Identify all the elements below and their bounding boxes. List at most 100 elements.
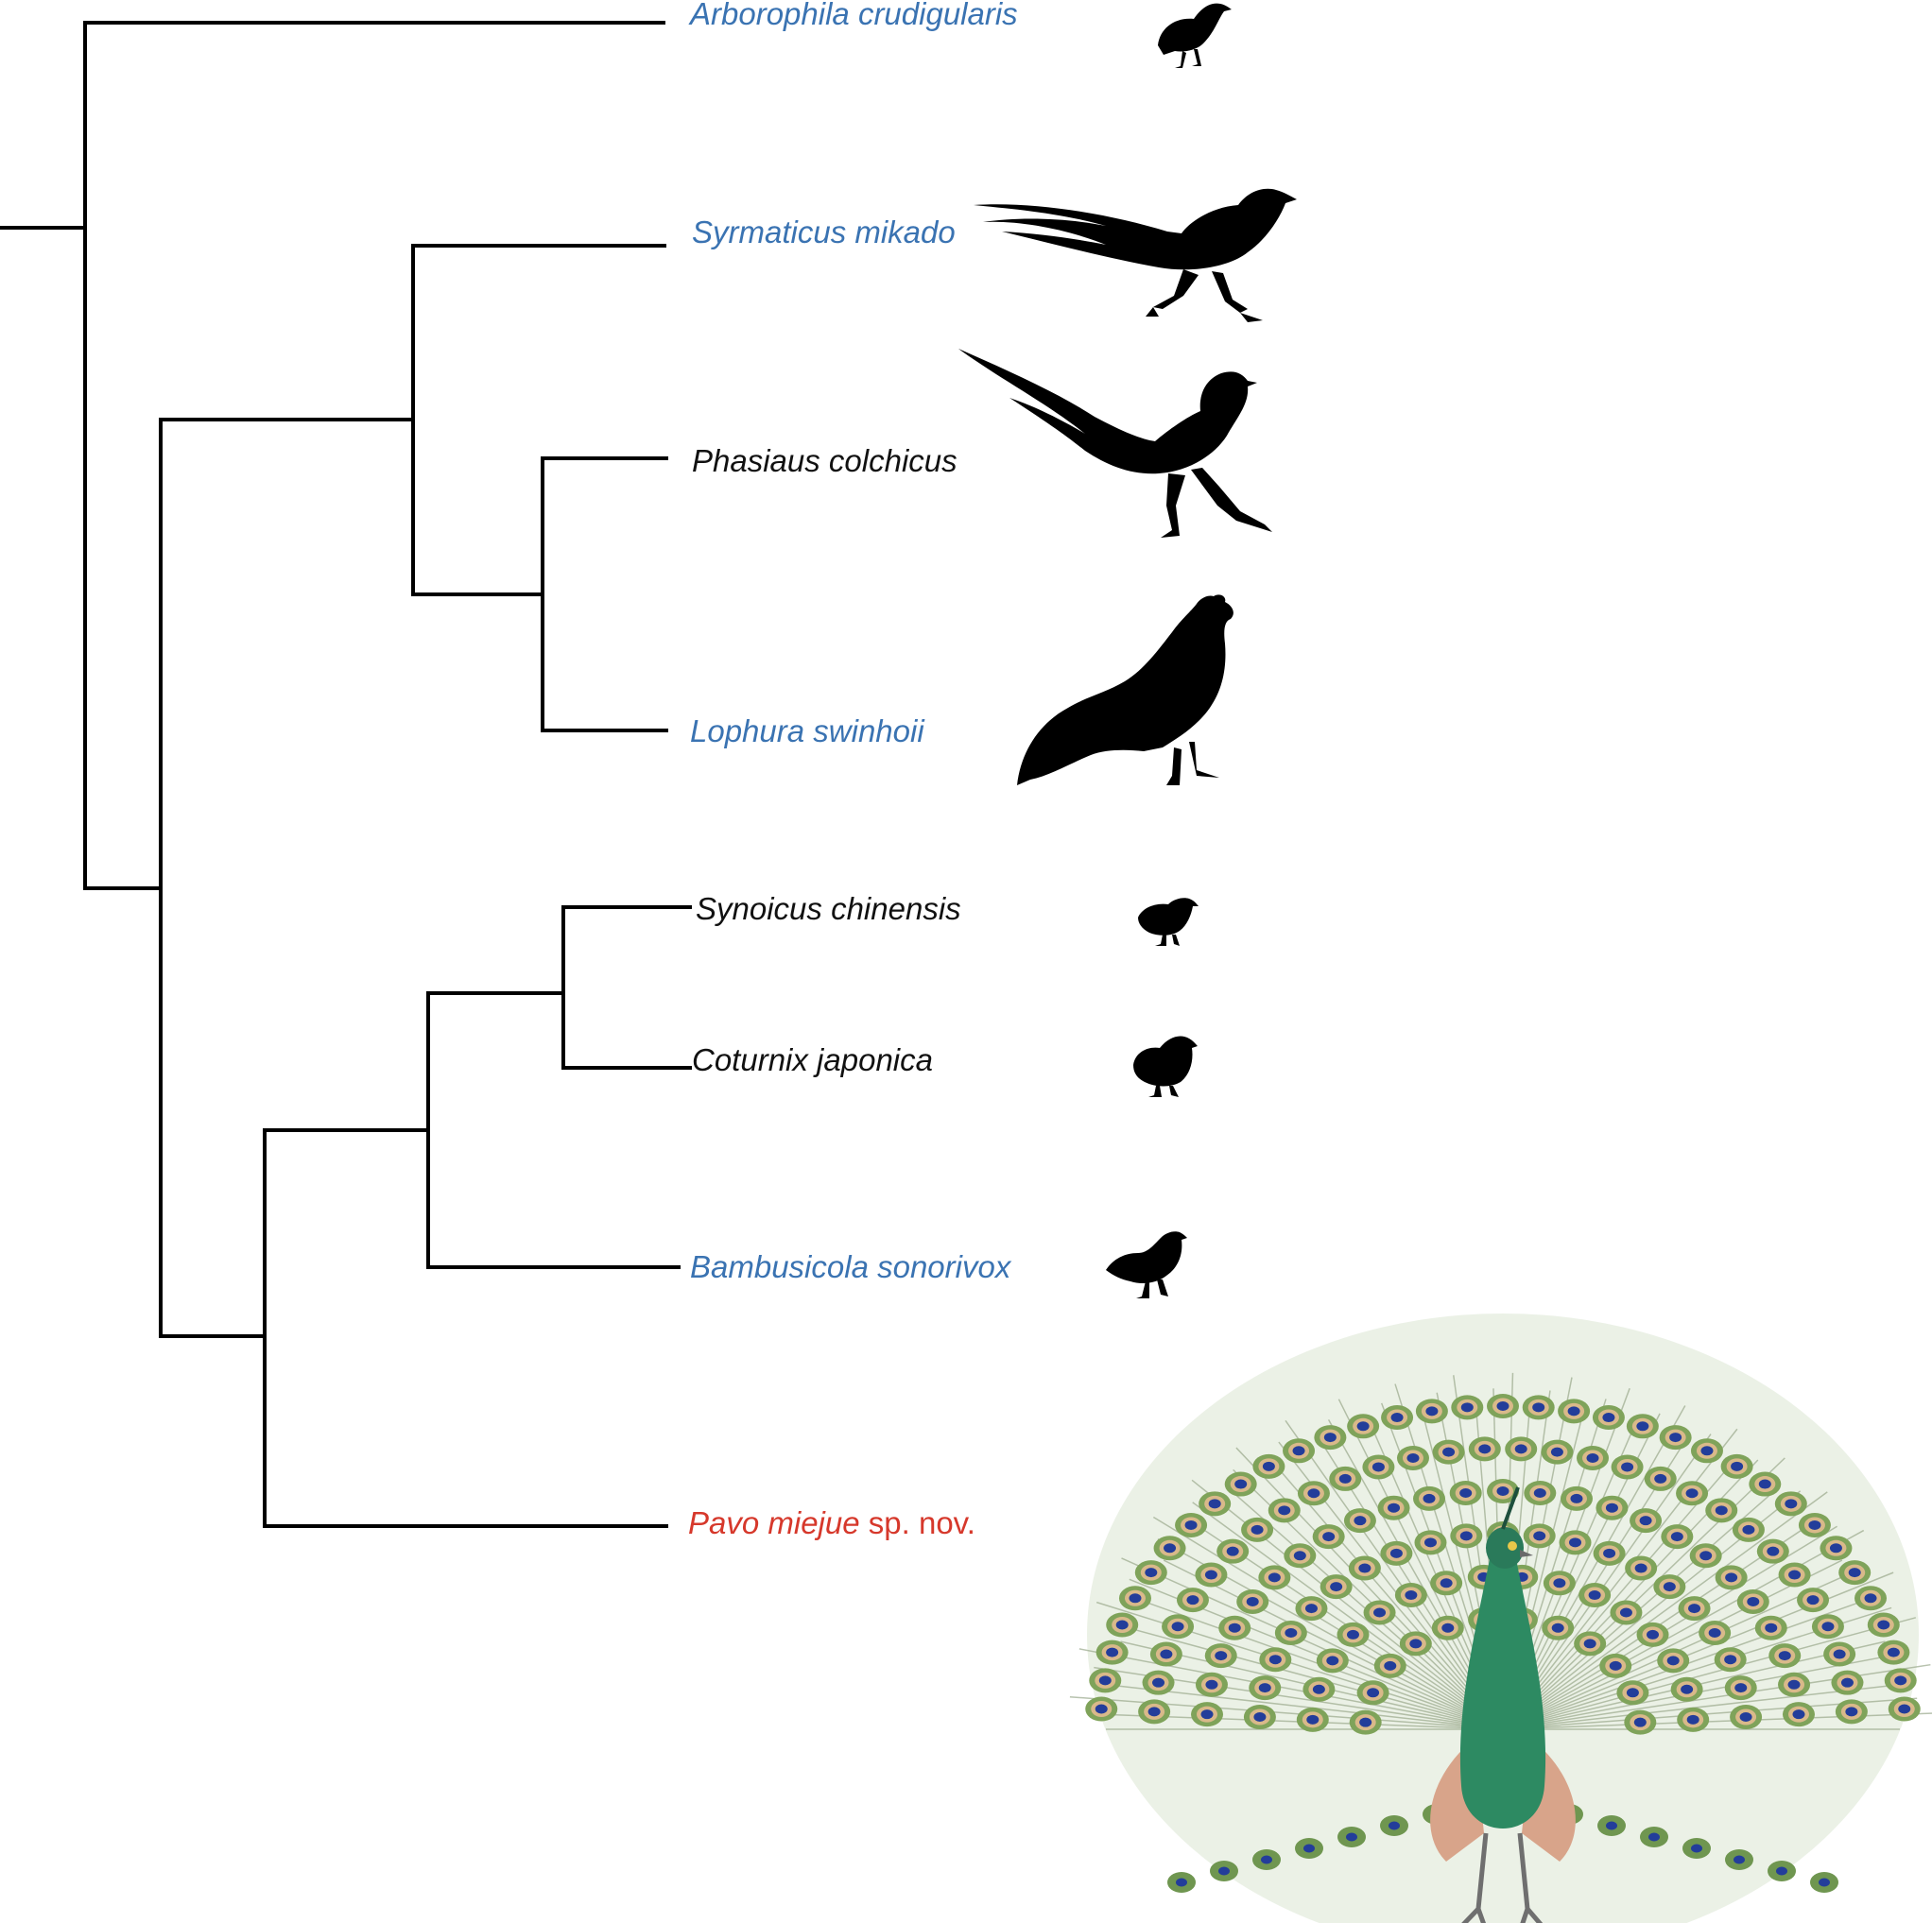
peacock-eyespot-center xyxy=(1312,1684,1325,1694)
peacock-eyespot-center xyxy=(1767,1546,1780,1556)
peacock-eyespot-center xyxy=(1848,1568,1861,1578)
peacock-eyespot-center xyxy=(1246,1596,1259,1606)
peacock-feather-shaft xyxy=(1107,1622,1504,1730)
taxon-name: Lophura swinhoii xyxy=(690,713,924,748)
peacock-eyespot-center xyxy=(1636,1421,1649,1432)
peacock-eyespot-center xyxy=(1145,1568,1158,1578)
peacock-eyespot-center xyxy=(1583,1639,1596,1649)
pheasant-silhouette-icon xyxy=(958,349,1272,538)
peacock-eye xyxy=(1508,1541,1517,1551)
taxon-name: Syrmaticus mikado xyxy=(692,215,956,249)
peacock-feather-shaft xyxy=(1502,1684,1897,1730)
peacock-eyespot-center xyxy=(1322,1532,1336,1542)
peacock-eyespot-center xyxy=(1160,1649,1173,1659)
partridge-silhouette-icon xyxy=(1158,3,1232,68)
peacock-eyespot-center xyxy=(1390,1413,1404,1423)
peacock-eyespot-center xyxy=(1261,1855,1272,1864)
small-quail-silhouette-icon xyxy=(1138,898,1199,946)
peacock-eyespot-center xyxy=(1633,1717,1647,1727)
peacock-eyespot-center xyxy=(1778,1651,1791,1661)
peacock-feather-shaft xyxy=(1121,1557,1504,1730)
peacock-eyespot-center xyxy=(1171,1622,1184,1632)
taxon-label-arborophila-crudigularis: Arborophila crudigularis xyxy=(690,0,1018,33)
peacock-eyespot-center xyxy=(1551,1623,1564,1633)
peacock-eyespot-center xyxy=(1496,1401,1509,1411)
peacock-eyespot-center xyxy=(1285,1628,1298,1639)
peacock-feather-shaft xyxy=(1163,1559,1504,1730)
peacock-eyespot-center xyxy=(1840,1677,1854,1688)
peacock-eyespot-center xyxy=(1442,1447,1456,1457)
peacock-eyespot-center xyxy=(1567,1406,1580,1416)
peacock-eyespot-center xyxy=(1306,1714,1320,1725)
peacock-eyespot-center xyxy=(1715,1505,1728,1516)
peacock-eyespot-center xyxy=(1602,1413,1615,1423)
peacock-eyespot-center xyxy=(1699,1551,1713,1561)
peacock-feather-shaft xyxy=(1109,1684,1504,1730)
peacock-eyespot-center xyxy=(1691,1844,1702,1853)
peacock-eyespot-center xyxy=(1845,1707,1858,1717)
peacock-eyespot-center xyxy=(1669,1433,1682,1443)
peacock-eyespot-center xyxy=(1186,1595,1199,1605)
peacock-legs xyxy=(1461,1832,1544,1923)
peacock-eyespot-center xyxy=(1205,1679,1218,1690)
peacock-feather-shaft xyxy=(1273,1463,1504,1730)
peacock-eyespot-center xyxy=(1338,1473,1352,1484)
peacock-eyespot-center xyxy=(1228,1623,1241,1633)
peacock-eyespot-center xyxy=(1731,1461,1744,1471)
peacock-eyespot-center xyxy=(1258,1683,1271,1693)
taxon-label-lophura-swinhoii: Lophura swinhoii xyxy=(690,713,924,750)
peacock-eyespot-center xyxy=(1647,1629,1660,1640)
peacock-eyespot-center xyxy=(1788,1570,1802,1580)
peacock-beak xyxy=(1520,1550,1533,1557)
peacock-eyespot-center xyxy=(1747,1596,1760,1606)
peacock-eyespot-center xyxy=(1758,1479,1771,1489)
peacock-eyespot-center xyxy=(1129,1593,1142,1604)
peacock-eyespot-center xyxy=(1819,1878,1830,1887)
taxon-name: Synoicus chinensis xyxy=(696,891,961,926)
peacock-eyespot-center xyxy=(1734,1855,1745,1864)
peacock-eyespot-center xyxy=(1569,1537,1582,1548)
peacock-eyespot-center xyxy=(1384,1660,1397,1671)
peacock-eyespot-center xyxy=(1806,1595,1820,1605)
taxon-label-pavo-miejue: Pavo miejue sp. nov. xyxy=(688,1504,975,1542)
peacock-feather-shaft xyxy=(1069,1695,1504,1730)
peacock-eyespot-center xyxy=(1685,1488,1699,1499)
peacock-eyespot-center xyxy=(1406,1452,1420,1463)
peacock-eyespot-center xyxy=(1654,1473,1667,1484)
bamboo-partridge-silhouette-icon xyxy=(1106,1231,1187,1298)
peacock-eyespot-center xyxy=(1550,1447,1563,1457)
peacock-eyespot-center xyxy=(1459,1487,1473,1498)
peacock-eyespot-center xyxy=(1606,1821,1617,1830)
peacock-eyespot-center xyxy=(1734,1683,1748,1693)
peacock-eyespot-center xyxy=(1496,1486,1509,1496)
peacock-eyespot-center xyxy=(1307,1488,1320,1499)
peacock-eyespot-center xyxy=(1425,1406,1439,1416)
peacock-eyespot-center xyxy=(1358,1563,1371,1573)
peacock-eyespot-center xyxy=(1176,1878,1187,1887)
peacock-eyespot-center xyxy=(1098,1675,1112,1686)
peacock-eyespot-center xyxy=(1330,1582,1343,1592)
peacock-eyespot-center xyxy=(1440,1578,1453,1588)
peacock-eyespot-center xyxy=(1405,1590,1418,1601)
peacock-eyespot-center xyxy=(1200,1709,1214,1720)
peacock-eyespot-center xyxy=(1323,1433,1337,1443)
peacock-eyespot-center xyxy=(1670,1532,1683,1542)
taxon-label-phasiaus-colchicus: Phasiaus colchicus xyxy=(692,442,957,480)
peacock-eyespot-center xyxy=(1666,1656,1680,1666)
peacock-eyespot-center xyxy=(1147,1707,1161,1717)
peacock-body xyxy=(1459,1559,1546,1829)
peacock-eyespot-center xyxy=(1533,1487,1546,1498)
peacock-feather-shaft xyxy=(1502,1457,1785,1730)
peacock-eyespot-center xyxy=(1346,1629,1359,1640)
peacock-eyespot-center xyxy=(1226,1546,1239,1556)
peacock-eyespot-center xyxy=(1821,1622,1835,1632)
peacock-feather-shaft xyxy=(1235,1447,1504,1730)
peacock-eyespot-center xyxy=(1234,1479,1248,1489)
peacock-eyespot-center xyxy=(1326,1656,1339,1666)
peacock-eyespot-center xyxy=(1864,1593,1877,1604)
peacock-eyespot-center xyxy=(1204,1570,1217,1580)
peacock-crest xyxy=(1501,1486,1520,1530)
peacock-eyespot-center xyxy=(1553,1578,1566,1588)
long-tailed-pheasant-silhouette-icon xyxy=(974,188,1297,322)
